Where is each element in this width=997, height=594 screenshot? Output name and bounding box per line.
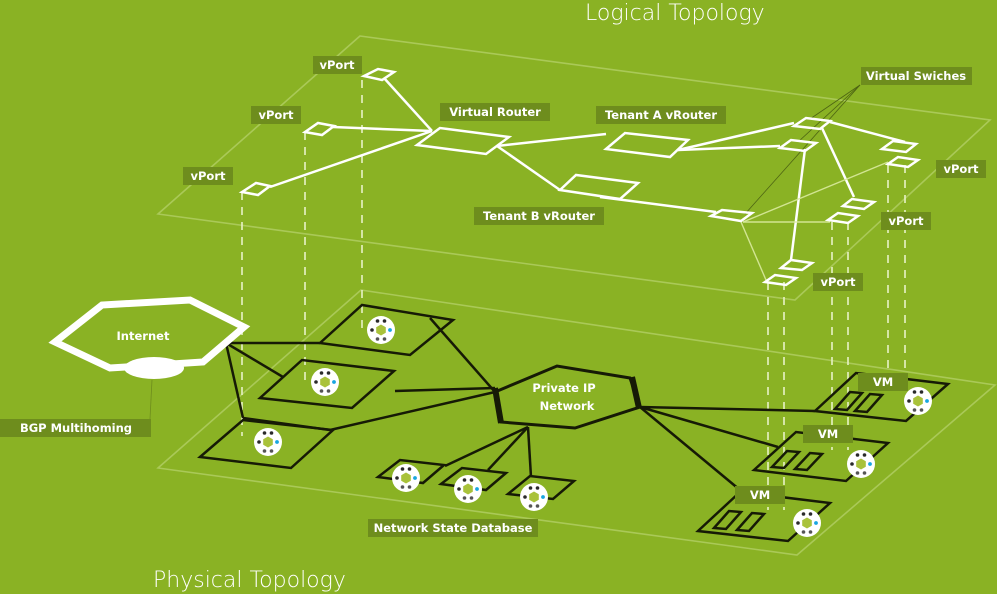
logical-nodes	[238, 67, 922, 287]
node-badge-icon	[367, 316, 395, 344]
label-vm-2: VM	[803, 425, 853, 443]
host-node[interactable]	[197, 418, 336, 470]
svg-text:vPort: vPort	[821, 275, 856, 289]
label-vport-3: vPort	[183, 167, 233, 185]
label-vport-5: vPort	[881, 212, 931, 230]
logical-links	[269, 77, 906, 281]
svg-text:Tenant A vRouter: Tenant A vRouter	[605, 108, 717, 122]
svg-text:Network State Database: Network State Database	[374, 521, 533, 535]
vport-node[interactable]	[360, 67, 398, 82]
vport-node[interactable]	[878, 139, 920, 154]
node-badge-icon	[311, 368, 339, 396]
tenant-a-vrouter-node[interactable]	[603, 131, 691, 159]
label-internet: Internet	[117, 329, 170, 343]
svg-text:VM: VM	[873, 375, 893, 389]
label-vm-3: VM	[735, 486, 785, 504]
virtual-router-node[interactable]	[413, 126, 513, 156]
node-badge-icon	[793, 509, 821, 537]
svg-text:VM: VM	[750, 488, 770, 502]
label-vport-4: vPort	[936, 160, 986, 178]
vm-host[interactable]	[751, 430, 891, 483]
svg-text:vPort: vPort	[889, 214, 924, 228]
vport-node[interactable]	[761, 273, 800, 287]
vport-node[interactable]	[238, 181, 273, 197]
svg-text:Virtual Swiches: Virtual Swiches	[866, 69, 966, 83]
host-node[interactable]	[317, 303, 456, 357]
physical-plane	[156, 289, 997, 556]
svg-text:Virtual Router: Virtual Router	[449, 105, 541, 119]
label-network-state-database: Network State Database	[368, 519, 538, 537]
svg-text:vPort: vPort	[320, 58, 355, 72]
physical-topology-title: Physical Topology	[153, 568, 346, 593]
vport-node[interactable]	[824, 211, 862, 225]
label-vport-1: vPort	[313, 56, 362, 74]
label-private-ip-network-line2: Network	[540, 399, 595, 413]
node-badge-icon	[392, 464, 420, 492]
label-private-ip-network-line1: Private IP	[532, 381, 595, 395]
vport-node[interactable]	[839, 197, 878, 211]
node-badge-icon	[847, 450, 875, 478]
vm-host[interactable]	[812, 371, 951, 423]
label-vport-6: vPort	[813, 273, 863, 291]
vport-node[interactable]	[884, 155, 922, 169]
svg-text:vPort: vPort	[191, 169, 226, 183]
label-vm-1: VM	[858, 373, 908, 391]
label-virtual-router: Virtual Router	[440, 103, 550, 121]
virtual-switch-node[interactable]	[790, 116, 834, 131]
svg-text:vPort: vPort	[944, 162, 979, 176]
vport-node[interactable]	[301, 121, 338, 137]
node-badge-icon	[520, 483, 548, 511]
physical-links	[224, 317, 816, 491]
internet-cloud[interactable]	[48, 296, 251, 420]
vm-hosts	[695, 371, 951, 543]
label-tenant-a-vrouter: Tenant A vRouter	[596, 106, 726, 124]
svg-text:BGP Multihoming: BGP Multihoming	[20, 421, 132, 435]
host-node[interactable]	[257, 358, 397, 410]
logical-plane	[156, 35, 992, 301]
private-ip-network[interactable]	[492, 364, 642, 430]
label-vport-2: vPort	[251, 106, 301, 124]
projection-lines	[241, 80, 906, 510]
svg-text:vPort: vPort	[259, 108, 294, 122]
label-virtual-switches: Virtual Swiches	[861, 67, 972, 85]
logical-topology-title: Logical Topology	[585, 1, 765, 26]
bgp-router[interactable]	[124, 357, 184, 379]
node-badge-icon	[454, 475, 482, 503]
vport-node[interactable]	[777, 258, 816, 272]
label-tenant-b-vrouter: Tenant B vRouter	[474, 207, 604, 225]
svg-text:VM: VM	[818, 427, 838, 441]
node-badge-icon	[904, 387, 932, 415]
svg-text:Tenant B vRouter: Tenant B vRouter	[483, 209, 595, 223]
vm-host[interactable]	[695, 490, 833, 543]
label-bgp-multihoming: BGP Multihoming	[0, 419, 151, 437]
host-nodes	[197, 303, 456, 470]
virtual-switch-node[interactable]	[707, 208, 756, 223]
virtual-switch-node[interactable]	[776, 138, 820, 153]
node-badge-icon	[254, 428, 282, 456]
tenant-b-vrouter-node[interactable]	[557, 173, 641, 201]
